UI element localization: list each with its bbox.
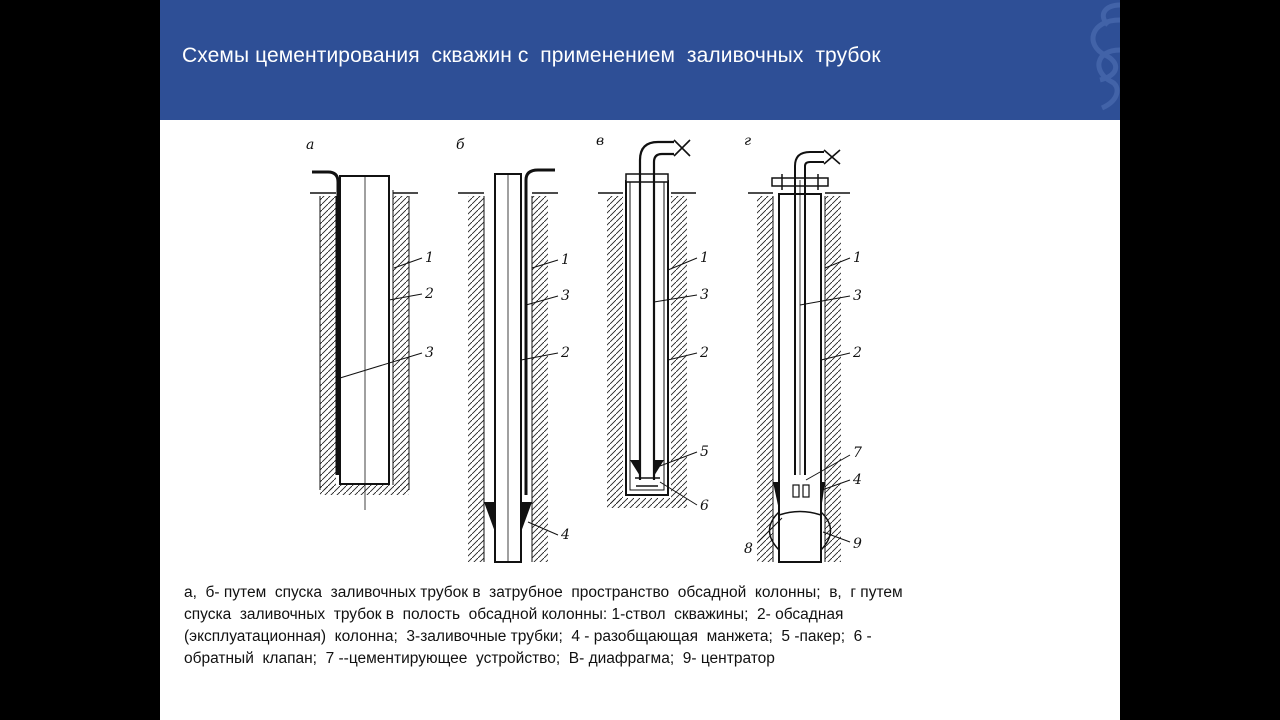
cementing-diagram: а 1 2 3 б: [306, 133, 862, 563]
label-4-g: 4: [852, 472, 862, 488]
slide-title: Схемы цементирования скважин с применени…: [182, 44, 881, 67]
diaphragm-g: [778, 510, 822, 516]
label-1-v: 1: [700, 250, 709, 266]
label-3-b: 3: [561, 288, 570, 304]
grouting-tube-b: [524, 168, 555, 495]
panel-b: б 1 3 2 4: [456, 137, 570, 563]
label-6-v: 6: [700, 498, 709, 514]
label-9-g: 9: [853, 536, 862, 552]
caption-line: обратный клапан; 7 --цементирующее устро…: [184, 650, 775, 667]
label-5-v: 5: [700, 444, 709, 460]
label-1-g: 1: [853, 250, 862, 266]
rock-bottom-a: [320, 485, 409, 495]
label-8-g: 8: [744, 541, 753, 557]
panel-letter-a: а: [306, 137, 314, 153]
packer-v: [630, 460, 664, 476]
label-2-b: 2: [560, 345, 570, 361]
label-3-v: 3: [700, 287, 709, 303]
label-3-a: 3: [425, 345, 434, 361]
label-4-b: 4: [560, 527, 570, 543]
panel-letter-g: г: [744, 133, 751, 149]
caption-line: спуска заливочных трубок в полость обсад…: [184, 606, 844, 623]
label-1-a: 1: [425, 250, 434, 266]
label-1-b: 1: [561, 252, 570, 268]
panel-v: в 1 3 2 5 6: [596, 133, 709, 514]
slide: Схемы цементирования скважин с применени…: [160, 0, 1120, 720]
panel-letter-b: б: [456, 137, 465, 153]
caption-line: (эксплуатационная) колонна; 3-заливочные…: [184, 628, 872, 645]
label-2-a: 2: [424, 286, 434, 302]
sealing-cuff-g: [773, 482, 825, 510]
label-2-v: 2: [699, 345, 709, 361]
grouting-tube-v: [638, 140, 674, 480]
sealing-cuff-b: [484, 502, 495, 532]
borehole-wall-right-b: [532, 196, 548, 562]
valve-icon-g: [823, 149, 841, 165]
borehole-wall-right-v: [671, 196, 687, 504]
caption-line: а, б- путем спуска заливочных трубок в з…: [184, 584, 903, 601]
grouting-tube-a: [312, 170, 340, 475]
casing-a: [339, 175, 390, 485]
grouting-tube-g: [794, 151, 824, 475]
borehole-wall-left-v: [607, 196, 623, 504]
title-bar: Схемы цементирования скважин с применени…: [160, 0, 1120, 120]
figure-caption: а, б- путем спуска заливочных трубок в з…: [184, 582, 1064, 670]
panel-g: г: [744, 133, 862, 563]
valve-icon-v: [673, 139, 691, 157]
borehole-wall-left-g: [757, 196, 773, 562]
borehole-wall-right-g: [825, 196, 841, 562]
borehole-wall-left-b: [468, 196, 484, 562]
panel-letter-v: в: [596, 133, 604, 149]
borehole-wall-left-a: [320, 196, 336, 490]
label-2-g: 2: [852, 345, 862, 361]
label-3-g: 3: [853, 288, 862, 304]
casing-v: [625, 180, 669, 496]
label-7-g: 7: [853, 445, 862, 461]
decorative-swirl-icon: [1090, 2, 1120, 111]
panel-a: а 1 2 3: [306, 137, 434, 510]
borehole-wall-right-a: [393, 196, 409, 490]
